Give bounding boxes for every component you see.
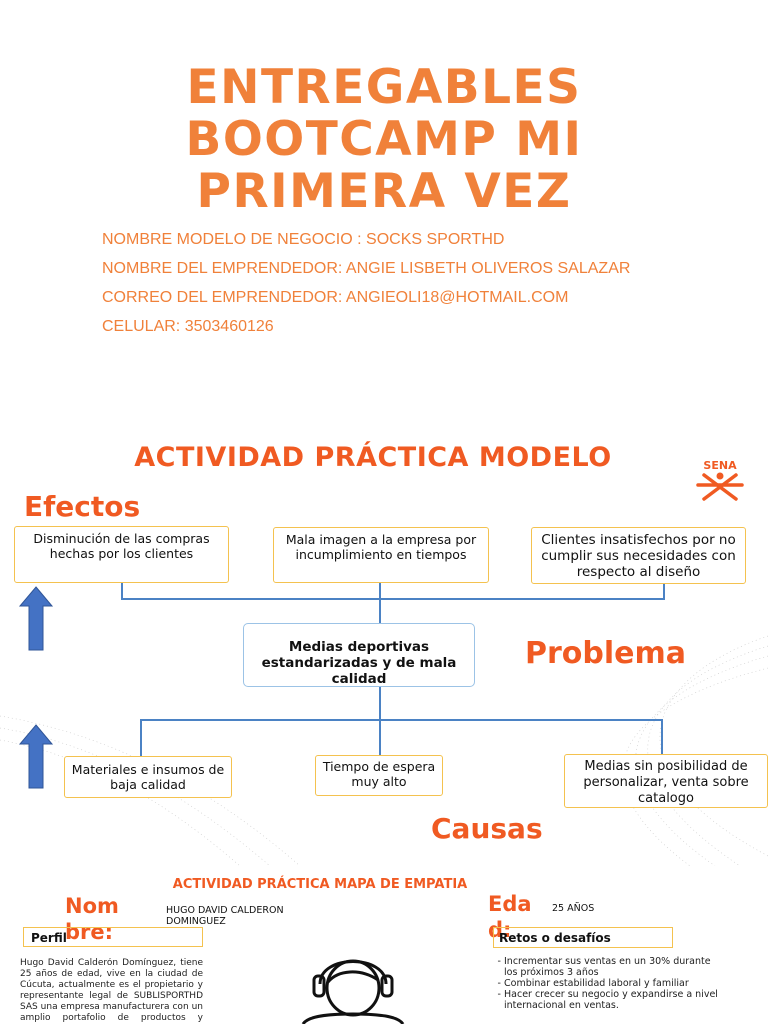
entrepreneur-name: NOMBRE DEL EMPRENDEDOR: ANGIE LISBETH OL… bbox=[102, 260, 630, 278]
sena-logo: SENA bbox=[696, 460, 744, 502]
perfil-label: Perfil bbox=[31, 931, 67, 945]
nombre-value: HUGO DAVID CALDERON DOMINGUEZ bbox=[166, 905, 296, 927]
list-item: Incrementar sus ventas en un 30% durante… bbox=[504, 956, 724, 978]
efectos-label: Efectos bbox=[24, 490, 140, 523]
effect-box: Mala imagen a la empresa por incumplimie… bbox=[273, 527, 489, 583]
effect-box: Clientes insatisfechos por no cumplir su… bbox=[531, 527, 746, 584]
edad-value: 25 AÑOS bbox=[552, 903, 594, 914]
problem-box: Medias deportivas estandarizadas y de ma… bbox=[243, 623, 475, 687]
cause-box: Tiempo de espera muy alto bbox=[315, 755, 443, 796]
connector-line bbox=[379, 686, 381, 720]
perfil-header: Perfil bbox=[23, 927, 203, 947]
connector-line bbox=[663, 582, 665, 599]
retos-label: Retos o desafíos bbox=[499, 931, 611, 945]
cause-box: Materiales e insumos de baja calidad bbox=[64, 756, 232, 798]
connector-line bbox=[140, 719, 142, 756]
activity-title: ACTIVIDAD PRÁCTICA MODELO bbox=[0, 442, 746, 473]
cause-box: Medias sin posibilidad de personalizar, … bbox=[564, 754, 768, 808]
title-line-3: PRIMERA VEZ bbox=[0, 166, 768, 218]
arrow-up-icon bbox=[18, 586, 54, 652]
connector-line bbox=[379, 598, 381, 623]
retos-list: Incrementar sus ventas en un 30% durante… bbox=[488, 956, 724, 1024]
connector-line bbox=[121, 598, 665, 600]
title-line-2: BOOTCAMP MI bbox=[0, 114, 768, 166]
problema-label: Problema bbox=[525, 636, 686, 671]
entrepreneur-email: CORREO DEL EMPRENDEDOR: ANGIEOLI18@HOTMA… bbox=[102, 289, 568, 307]
causas-label: Causas bbox=[431, 812, 543, 845]
customer-headset-icon bbox=[298, 940, 408, 1024]
retos-header: Retos o desafíos bbox=[493, 927, 673, 948]
arrow-up-icon bbox=[18, 724, 54, 790]
list-item: Hacer crecer su negocio y expandirse a n… bbox=[504, 989, 724, 1011]
perfil-text: Hugo David Calderón Domínguez, tiene 25 … bbox=[20, 958, 203, 1024]
connector-line bbox=[379, 719, 381, 755]
connector-line bbox=[379, 582, 381, 599]
entrepreneur-phone: CELULAR: 3503460126 bbox=[102, 318, 274, 336]
sena-logo-icon bbox=[696, 471, 744, 503]
connector-line bbox=[661, 719, 663, 754]
connector-line bbox=[140, 719, 663, 721]
list-item: Combinar estabilidad laboral y familiar bbox=[504, 978, 724, 989]
connector-line bbox=[121, 582, 123, 599]
business-model-name: NOMBRE MODELO DE NEGOCIO : SOCKS SPORTHD bbox=[102, 231, 504, 249]
empathy-title: ACTIVIDAD PRÁCTICA MAPA DE EMPATIA bbox=[0, 877, 640, 892]
title-line-1: ENTREGABLES bbox=[0, 62, 768, 114]
page-title: ENTREGABLES BOOTCAMP MI PRIMERA VEZ bbox=[0, 62, 768, 218]
effect-box: Disminución de las compras hechas por lo… bbox=[14, 526, 229, 583]
